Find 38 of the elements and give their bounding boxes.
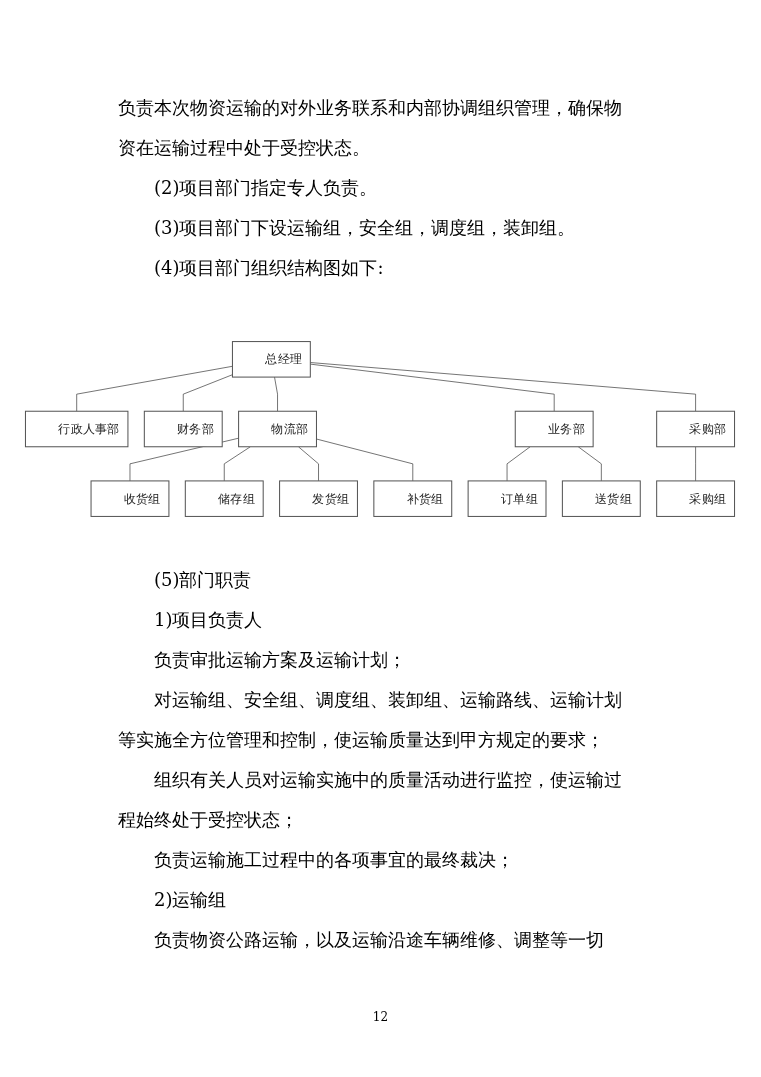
paragraph: (4)项目部门组织结构图如下: [153, 256, 385, 280]
paragraph: 负责物资公路运输，以及运输沿途车辆维修、调整等一切 [153, 928, 605, 952]
connector [76, 365, 233, 412]
connector [577, 446, 602, 482]
connector [695, 446, 696, 482]
node-box [238, 410, 317, 448]
paragraph: 2)运输组 [153, 888, 228, 912]
paragraph: 对运输组、安全组、调度组、装卸组、运输路线、运输计划等实施全方位管理和控制，使运输质量达到甲方规定的要求； [118, 688, 623, 752]
paragraph: 负责运输施工过程中的各项事宜的最终裁决； [153, 848, 515, 872]
org-chart: 总经理 行政人事部 财务部 物流部 业务部 采购部 收货组 储存组 发货组 补货组 订单组 送货组 采购组 [20, 296, 740, 562]
paragraph: (5)部门职责 [153, 568, 253, 592]
node-box [467, 480, 547, 517]
node-box [24, 410, 129, 448]
node-box [656, 410, 736, 448]
connector [506, 446, 531, 482]
paragraph: 组织有关人员对运输实施中的质量活动进行监控，使运输过程始终处于受控状态； [118, 768, 623, 832]
node-box [561, 480, 641, 517]
node-box [656, 480, 736, 517]
node-box [279, 480, 358, 517]
connector [310, 363, 555, 412]
connector [310, 362, 696, 412]
node-box [231, 341, 311, 378]
paragraph: 负责本次物资运输的对外业务联系和内部协调组织管理，确保物资在运输过程中处于受控状态。 [118, 96, 623, 160]
node-box [90, 480, 170, 517]
paragraph: 1)项目负责人 [153, 608, 264, 632]
page-number: 12 [372, 1010, 389, 1024]
node-box [184, 480, 264, 517]
node-box [514, 410, 594, 448]
paragraph: (2)项目部门指定专人负责。 [153, 176, 379, 200]
paragraph: (3)项目部门下设运输组，安全组，调度组，装卸组。 [153, 216, 577, 240]
connector [223, 446, 251, 482]
connector [316, 438, 414, 482]
connector [182, 374, 233, 412]
node-box [373, 480, 453, 517]
connector [274, 376, 278, 412]
paragraph: 负责审批运输方案及运输计划； [153, 648, 407, 672]
node-box [143, 410, 223, 448]
connector [298, 446, 319, 482]
